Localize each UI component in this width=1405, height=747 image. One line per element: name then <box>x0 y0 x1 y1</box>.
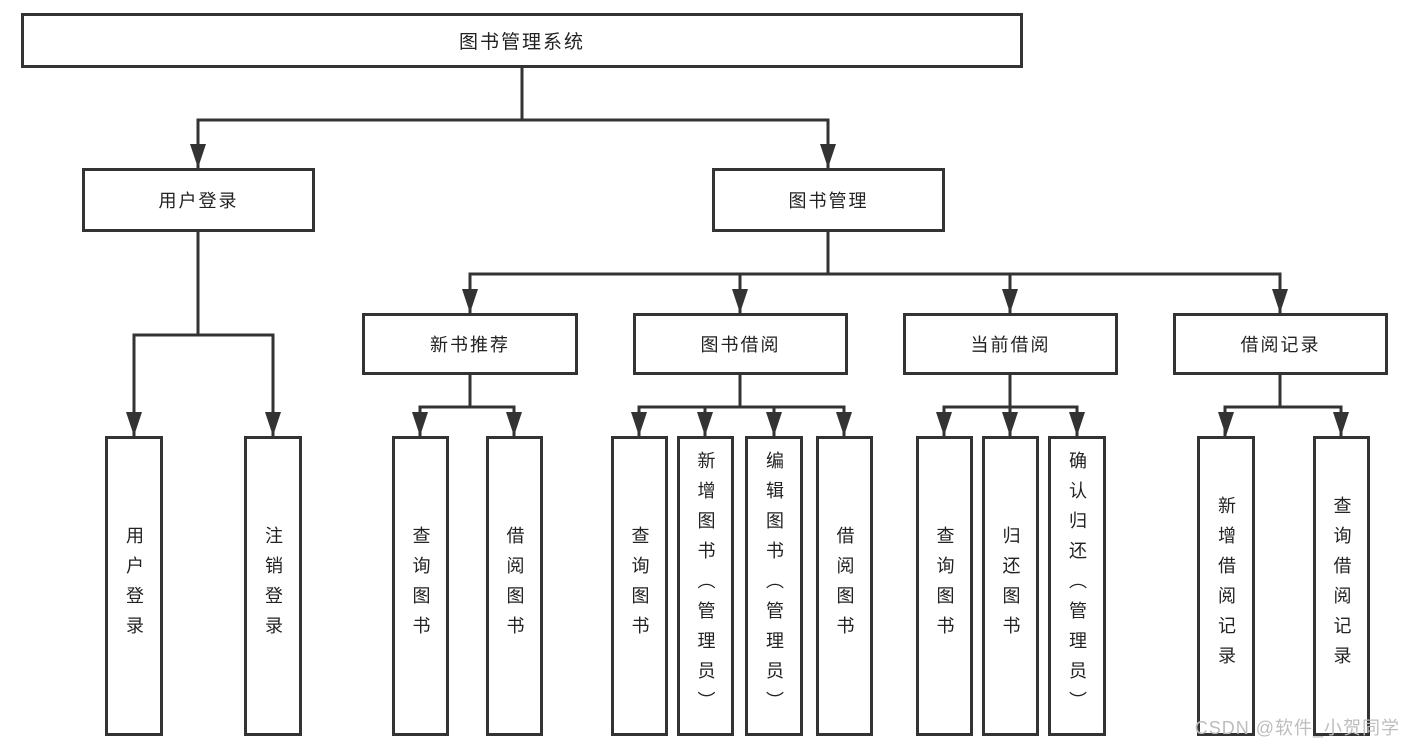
node-leaf-borrowing-query-books: 查询图书 <box>611 436 668 736</box>
connector-book-management-to-level3 <box>468 232 1282 313</box>
connector-root-to-level2 <box>196 68 830 168</box>
node-leaf-borrowing-edit-books-admin: 编辑图书（管理员） <box>745 436 803 736</box>
connector-new-book-recommendation-to-leaves <box>418 375 516 436</box>
node-leaf-user-login: 用户登录 <box>105 436 163 736</box>
node-leaf-current-return-books: 归还图书 <box>982 436 1039 736</box>
node-leaf-recommend-borrow-books: 借阅图书 <box>486 436 543 736</box>
connector-user-login-to-leaves <box>132 232 275 436</box>
arrow-down-icon <box>506 412 522 436</box>
node-leaf-borrowing-borrow-books: 借阅图书 <box>816 436 873 736</box>
arrowheads <box>126 144 1349 436</box>
arrow-down-icon <box>1002 412 1018 436</box>
connector-book-borrowing-to-leaves <box>637 375 846 436</box>
node-leaf-recommend-query-books: 查询图书 <box>392 436 449 736</box>
arrow-down-icon <box>1333 412 1349 436</box>
node-leaf-borrowing-add-books-admin: 新增图书（管理员） <box>677 436 734 736</box>
arrow-down-icon <box>836 412 852 436</box>
arrow-down-icon <box>1272 289 1288 313</box>
connector-borrowing-records-to-leaves <box>1223 375 1343 436</box>
arrow-down-icon <box>462 289 478 313</box>
arrow-down-icon <box>1069 412 1085 436</box>
arrow-down-icon <box>126 412 142 436</box>
arrow-down-icon <box>631 412 647 436</box>
arrow-down-icon <box>190 144 206 168</box>
node-book-management: 图书管理 <box>712 168 945 232</box>
node-borrowing-records: 借阅记录 <box>1173 313 1388 375</box>
arrow-down-icon <box>1002 289 1018 313</box>
node-leaf-current-confirm-return-admin: 确认归还（管理员） <box>1048 436 1106 736</box>
arrow-down-icon <box>412 412 428 436</box>
arrow-down-icon <box>1218 412 1234 436</box>
arrow-down-icon <box>732 289 748 313</box>
connector-paths <box>132 68 1343 436</box>
node-leaf-records-query-record: 查询借阅记录 <box>1313 436 1370 736</box>
node-new-book-recommendation: 新书推荐 <box>362 313 578 375</box>
node-user-login: 用户登录 <box>82 168 315 232</box>
arrow-down-icon <box>820 144 836 168</box>
arrow-down-icon <box>766 412 782 436</box>
node-leaf-logout: 注销登录 <box>244 436 302 736</box>
arrow-down-icon <box>936 412 952 436</box>
arrow-down-icon <box>265 412 281 436</box>
node-leaf-current-query-books: 查询图书 <box>916 436 973 736</box>
node-root: 图书管理系统 <box>21 13 1023 68</box>
node-book-borrowing: 图书借阅 <box>633 313 848 375</box>
node-leaf-records-add-record: 新增借阅记录 <box>1197 436 1255 736</box>
arrow-down-icon <box>697 412 713 436</box>
node-current-borrowing: 当前借阅 <box>903 313 1118 375</box>
